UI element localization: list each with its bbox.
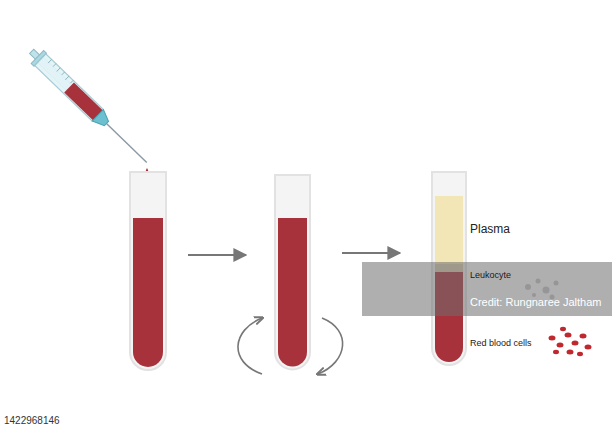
test-tube	[275, 175, 310, 369]
part-label: Plasma	[470, 222, 510, 236]
step-arrow	[342, 252, 400, 254]
rotation-arrows	[238, 318, 343, 374]
step-arrow	[188, 254, 246, 256]
image-id: 1422968146	[4, 415, 60, 427]
part-label: Leukocyte	[470, 270, 511, 281]
watermark-band	[362, 262, 612, 316]
red-cell-cluster	[549, 327, 592, 356]
test-tube	[130, 172, 166, 370]
part-label: Red blood cells	[470, 338, 532, 349]
watermark-credit: Credit: Rungnaree Jaltham	[470, 296, 601, 309]
